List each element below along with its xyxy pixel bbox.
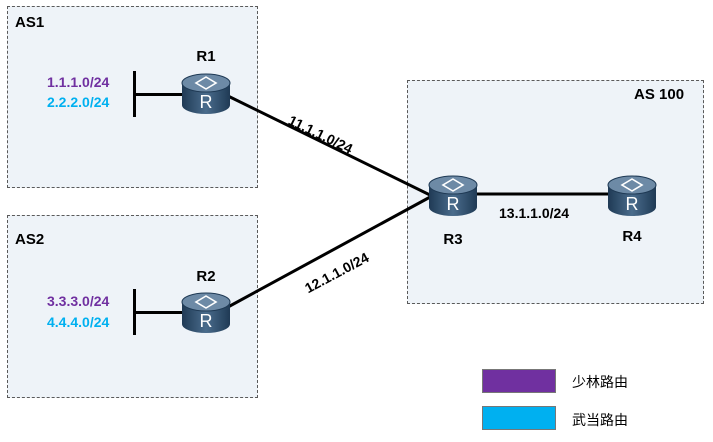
- router-r3-label: R3: [443, 231, 463, 248]
- legend-swatch-wudang: [482, 406, 556, 430]
- r2-stub-line: [133, 311, 185, 314]
- svg-text:R: R: [200, 311, 213, 331]
- as2-label: AS2: [15, 231, 45, 248]
- link-r3-r4-label: 13.1.1.0/24: [499, 205, 570, 221]
- legend-label-shaolin: 少林路由: [572, 375, 628, 391]
- r1-stub-line: [133, 93, 185, 96]
- router-r4-label: R4: [622, 228, 642, 245]
- router-r1-label: R1: [196, 48, 216, 65]
- router-r2-icon: R: [180, 290, 232, 341]
- link-r1-r3: [227, 94, 433, 198]
- router-r4-icon: R: [606, 173, 658, 224]
- router-r3-icon: R: [427, 173, 479, 224]
- r1-network-1: 1.1.1.0/24: [47, 74, 110, 90]
- svg-text:R: R: [626, 194, 639, 214]
- legend-label-wudang: 武当路由: [572, 413, 628, 429]
- svg-text:R: R: [447, 194, 460, 214]
- router-r2-label: R2: [196, 268, 216, 285]
- r1-network-2: 2.2.2.0/24: [47, 94, 110, 110]
- link-r2-r3: [227, 194, 433, 309]
- r2-network-2: 4.4.4.0/24: [47, 314, 110, 330]
- r2-network-1: 3.3.3.0/24: [47, 293, 110, 309]
- as100-label: AS 100: [634, 86, 685, 103]
- as1-label: AS1: [15, 14, 45, 31]
- router-r1-icon: R: [180, 71, 232, 122]
- legend-swatch-shaolin: [482, 369, 556, 393]
- svg-text:R: R: [200, 92, 213, 112]
